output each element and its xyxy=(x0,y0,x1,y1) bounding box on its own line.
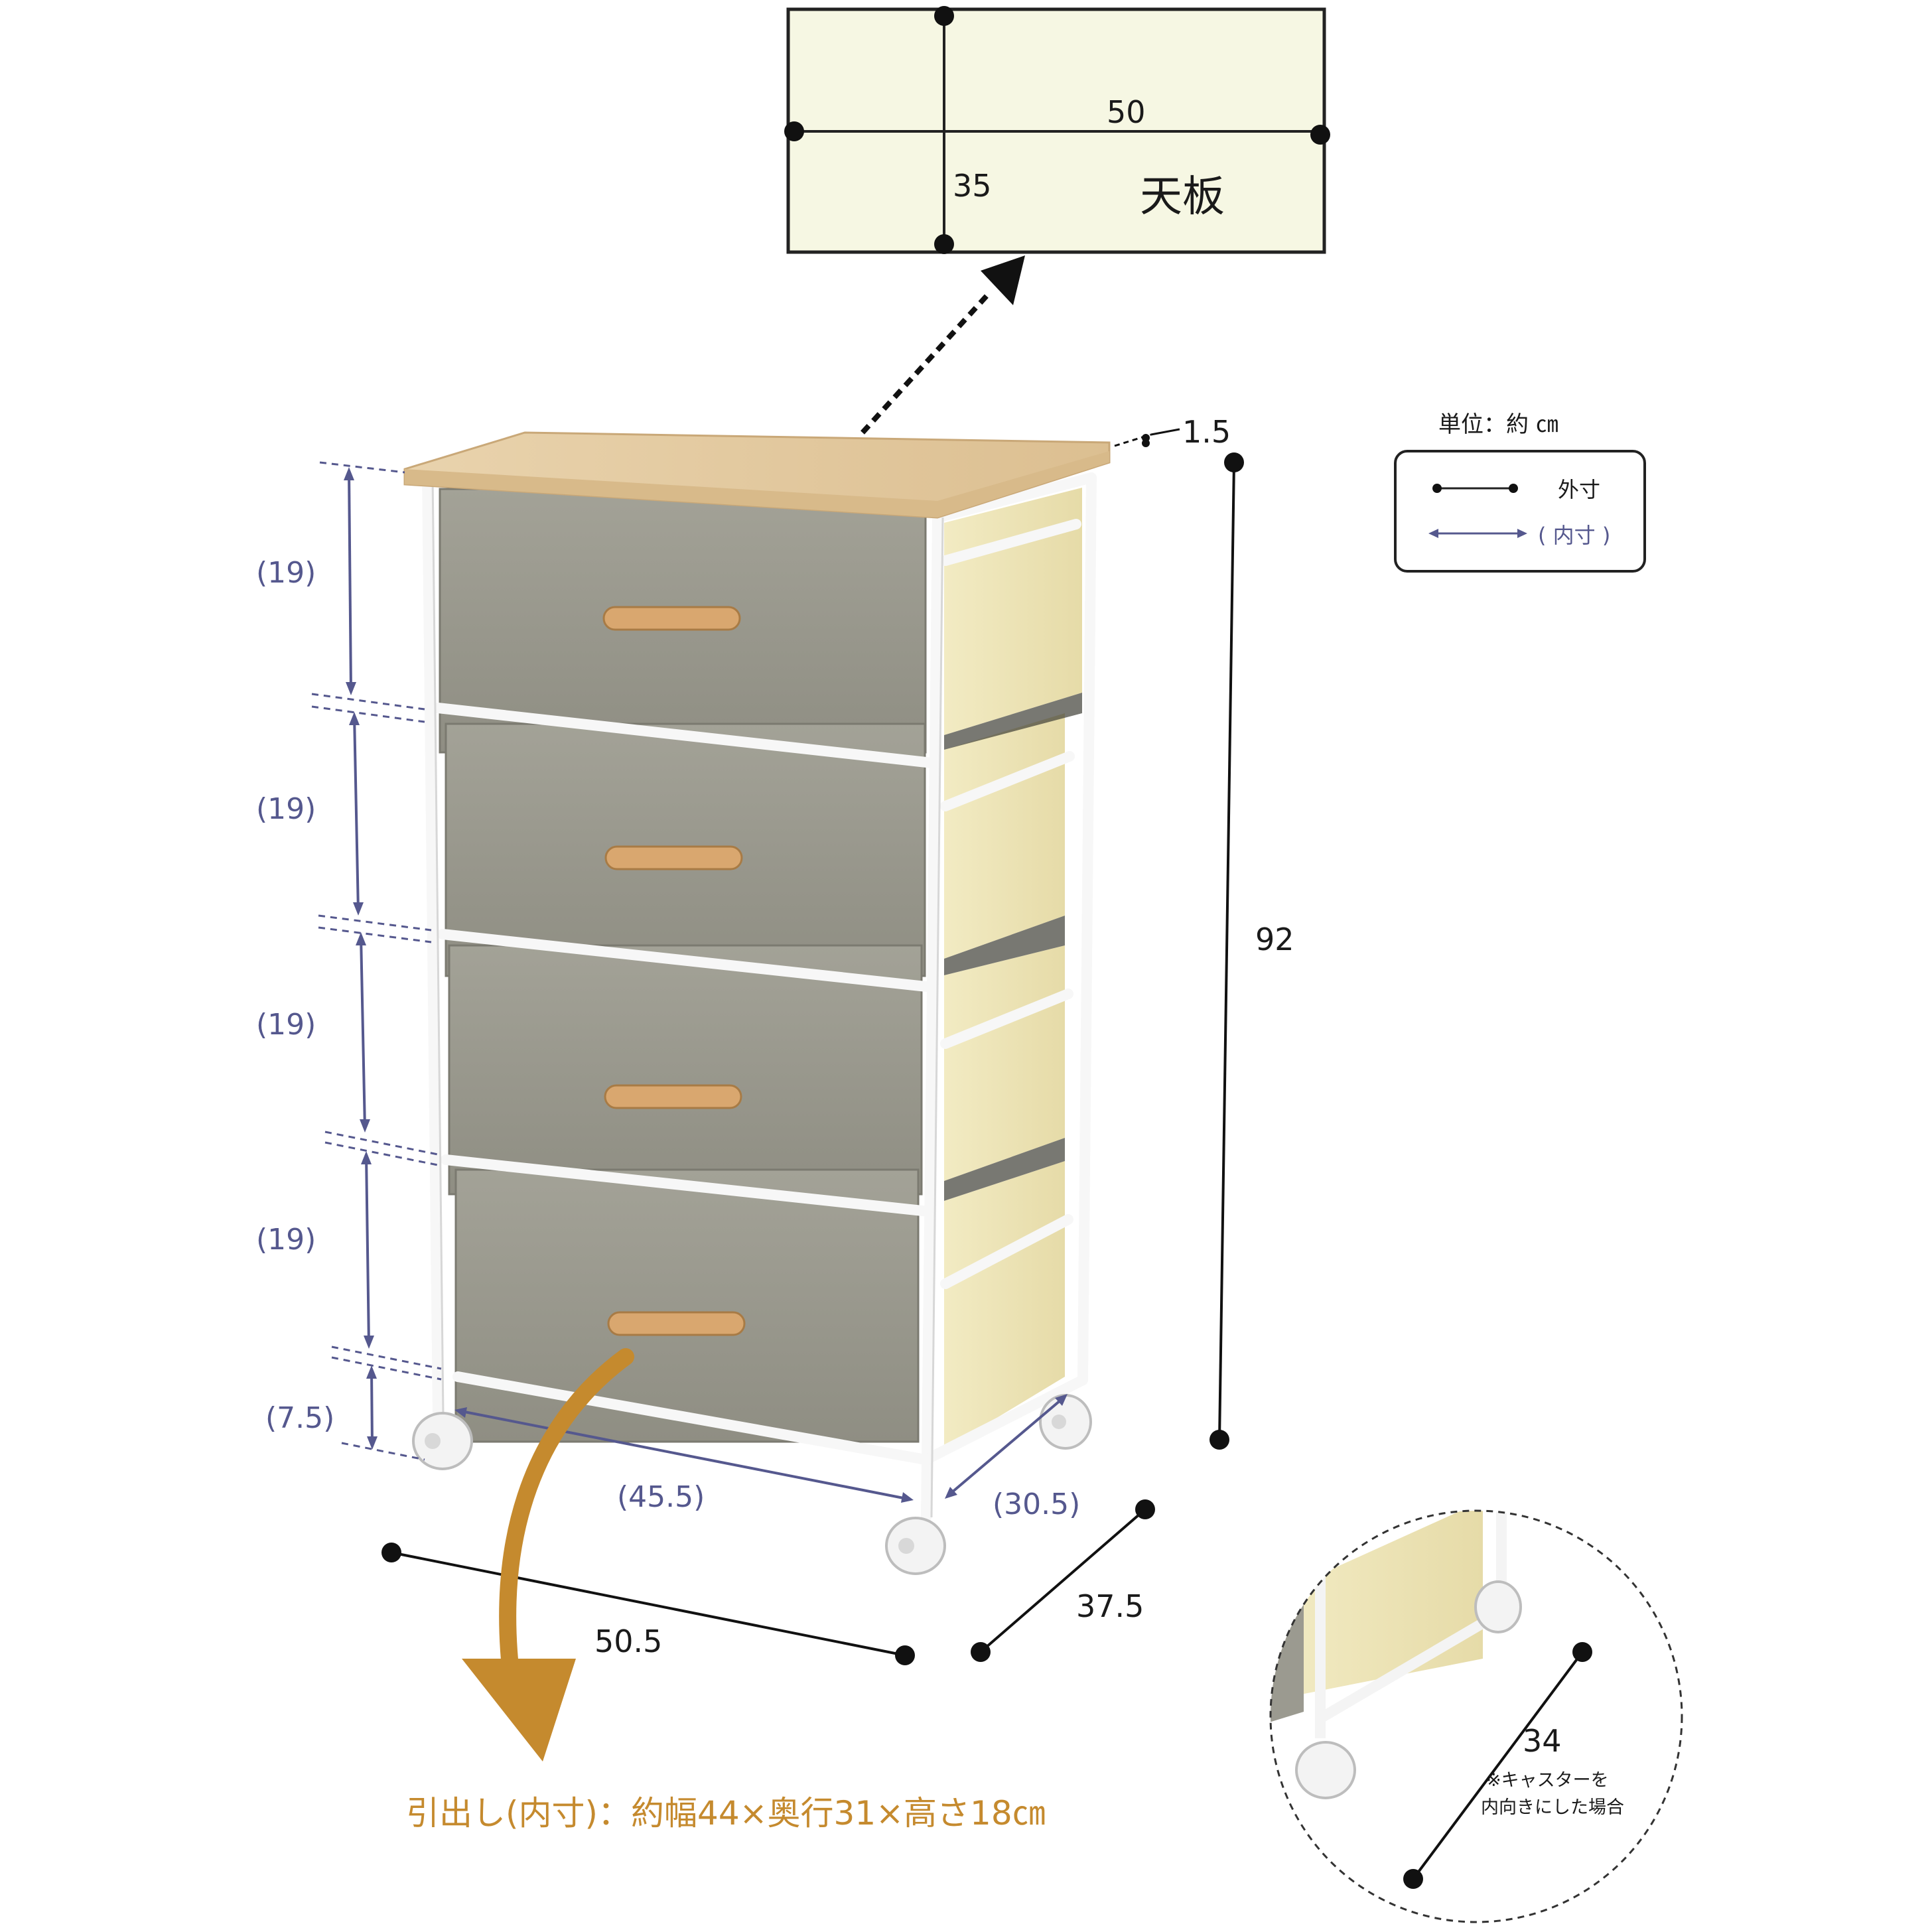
inner-depth-label: (30.5) xyxy=(993,1487,1080,1521)
outer-dimensions: 92 50.5 37.5 1.5 xyxy=(381,414,1294,1665)
drawer-height-label-1: (19) xyxy=(256,556,316,590)
drawer-handle[interactable] xyxy=(602,606,741,631)
tabletop-depth-label: 35 xyxy=(953,168,992,204)
inner-dimensions: (19) (19) (19) (19) (7.5) (45.5) (30.5) xyxy=(256,461,1080,1521)
drawer-1[interactable] xyxy=(439,488,927,754)
inset-outline xyxy=(1269,1509,1683,1923)
legend-inner-label: ( 内寸 ) xyxy=(1538,523,1610,548)
inset-note-line-1: ※キャスターを xyxy=(1486,1770,1609,1791)
outer-depth-label: 37.5 xyxy=(1076,1588,1144,1624)
pointer-arrow xyxy=(861,255,1025,435)
caster xyxy=(412,1412,473,1470)
outer-width-label: 50.5 xyxy=(594,1623,662,1659)
drawer-height-label-2: (19) xyxy=(256,792,316,826)
caster-clearance-label: (7.5) xyxy=(265,1401,334,1435)
tabletop-label: 天板 xyxy=(1140,172,1225,222)
dim-endpoint-dot xyxy=(934,234,954,254)
inset-depth-label: 34 xyxy=(1523,1723,1562,1759)
unit-legend: 単位：約 ㎝ 外寸 ( 内寸 ) xyxy=(1394,411,1646,573)
dim-endpoint-dot xyxy=(934,6,954,26)
top-thickness-label: 1.5 xyxy=(1182,414,1231,450)
caster-inset: 34 ※キャスターを 内向きにした場合 xyxy=(1269,1509,1683,1923)
drawer-handle[interactable] xyxy=(604,1084,742,1109)
legend-outer-label: 外寸 xyxy=(1558,477,1600,502)
caster xyxy=(885,1517,946,1575)
drawer-handle[interactable] xyxy=(604,845,743,870)
dim-endpoint-dot xyxy=(784,121,804,141)
drawer-3[interactable] xyxy=(448,944,923,1196)
drawer-inner-size-note: 引出し(内寸)：約幅44×奥行31×高さ18㎝ xyxy=(406,1794,1046,1832)
tabletop-top-view: 50 35 天板 xyxy=(784,6,1330,254)
legend-box xyxy=(1394,450,1646,573)
total-height-label: 92 xyxy=(1255,922,1294,957)
tabletop-width-label: 50 xyxy=(1107,94,1146,130)
drawer-height-label-4: (19) xyxy=(256,1223,316,1257)
unit-label: 単位：約 ㎝ xyxy=(1438,411,1558,438)
frame xyxy=(422,469,1097,1523)
dim-endpoint-dot xyxy=(1310,125,1330,145)
drawer-height-label-3: (19) xyxy=(256,1008,316,1042)
cabinet xyxy=(403,431,1111,1575)
side-panel xyxy=(944,713,1065,959)
arrow-head xyxy=(981,255,1025,305)
arrow-head xyxy=(462,1659,576,1761)
drawer-handle[interactable] xyxy=(607,1311,746,1336)
drawer-pull-arrow xyxy=(462,1348,634,1761)
inner-width-label: (45.5) xyxy=(617,1480,705,1514)
drawer-4[interactable] xyxy=(454,1168,920,1443)
drawer-2[interactable] xyxy=(445,723,926,977)
caster xyxy=(1039,1394,1092,1450)
inset-note-line-2: 内向きにした場合 xyxy=(1481,1797,1624,1818)
